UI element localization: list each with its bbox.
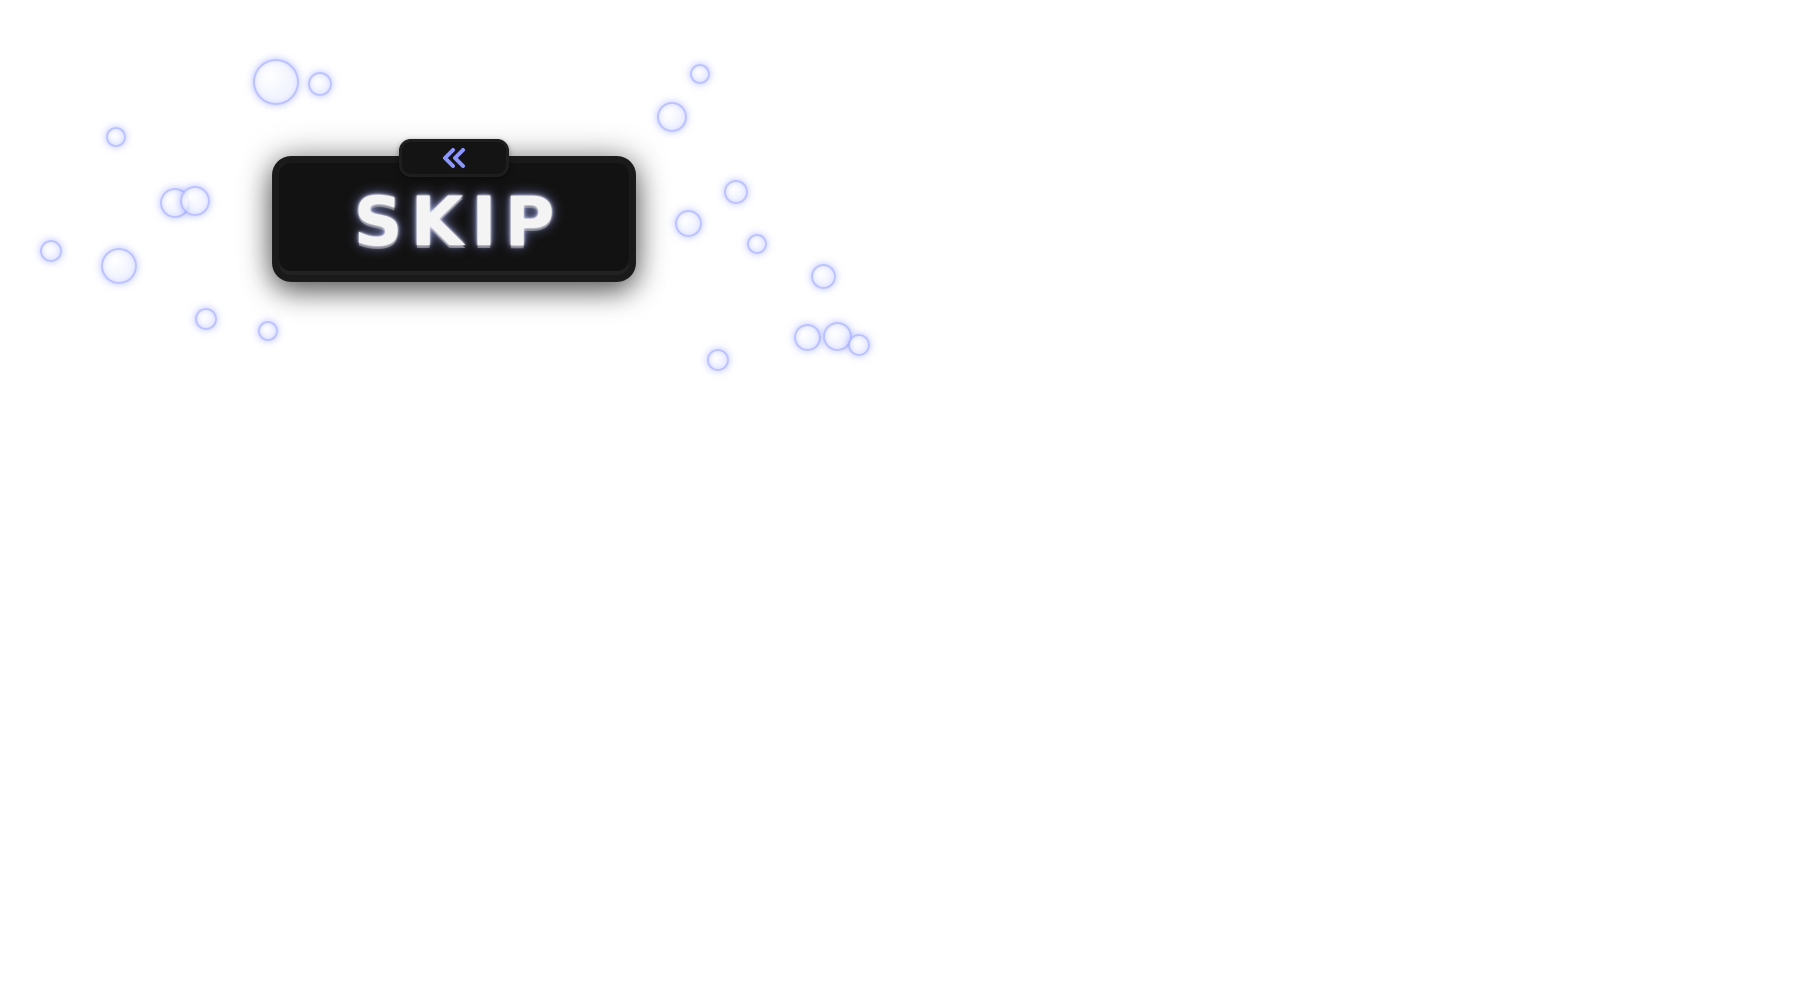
- bubble: [823, 322, 852, 351]
- bubble: [180, 186, 210, 216]
- skip-button[interactable]: SKIP: [273, 157, 635, 281]
- bubble: [195, 308, 217, 330]
- bubble: [253, 59, 299, 105]
- bubble: [811, 264, 836, 289]
- skip-button-tab[interactable]: [399, 139, 509, 177]
- bubble: [101, 248, 137, 284]
- double-chevron-left-icon: [439, 146, 469, 170]
- bubble: [258, 321, 278, 341]
- bubble: [675, 210, 702, 237]
- bubble: [794, 324, 821, 351]
- bubble: [690, 64, 710, 84]
- bubble: [40, 240, 62, 262]
- skip-button-label: SKIP: [353, 182, 563, 262]
- bubble: [724, 180, 748, 204]
- bubble: [707, 349, 729, 371]
- bubble: [747, 234, 767, 254]
- bubble: [308, 72, 332, 96]
- bubble: [848, 334, 870, 356]
- bubble: [657, 102, 687, 132]
- bubble: [106, 127, 126, 147]
